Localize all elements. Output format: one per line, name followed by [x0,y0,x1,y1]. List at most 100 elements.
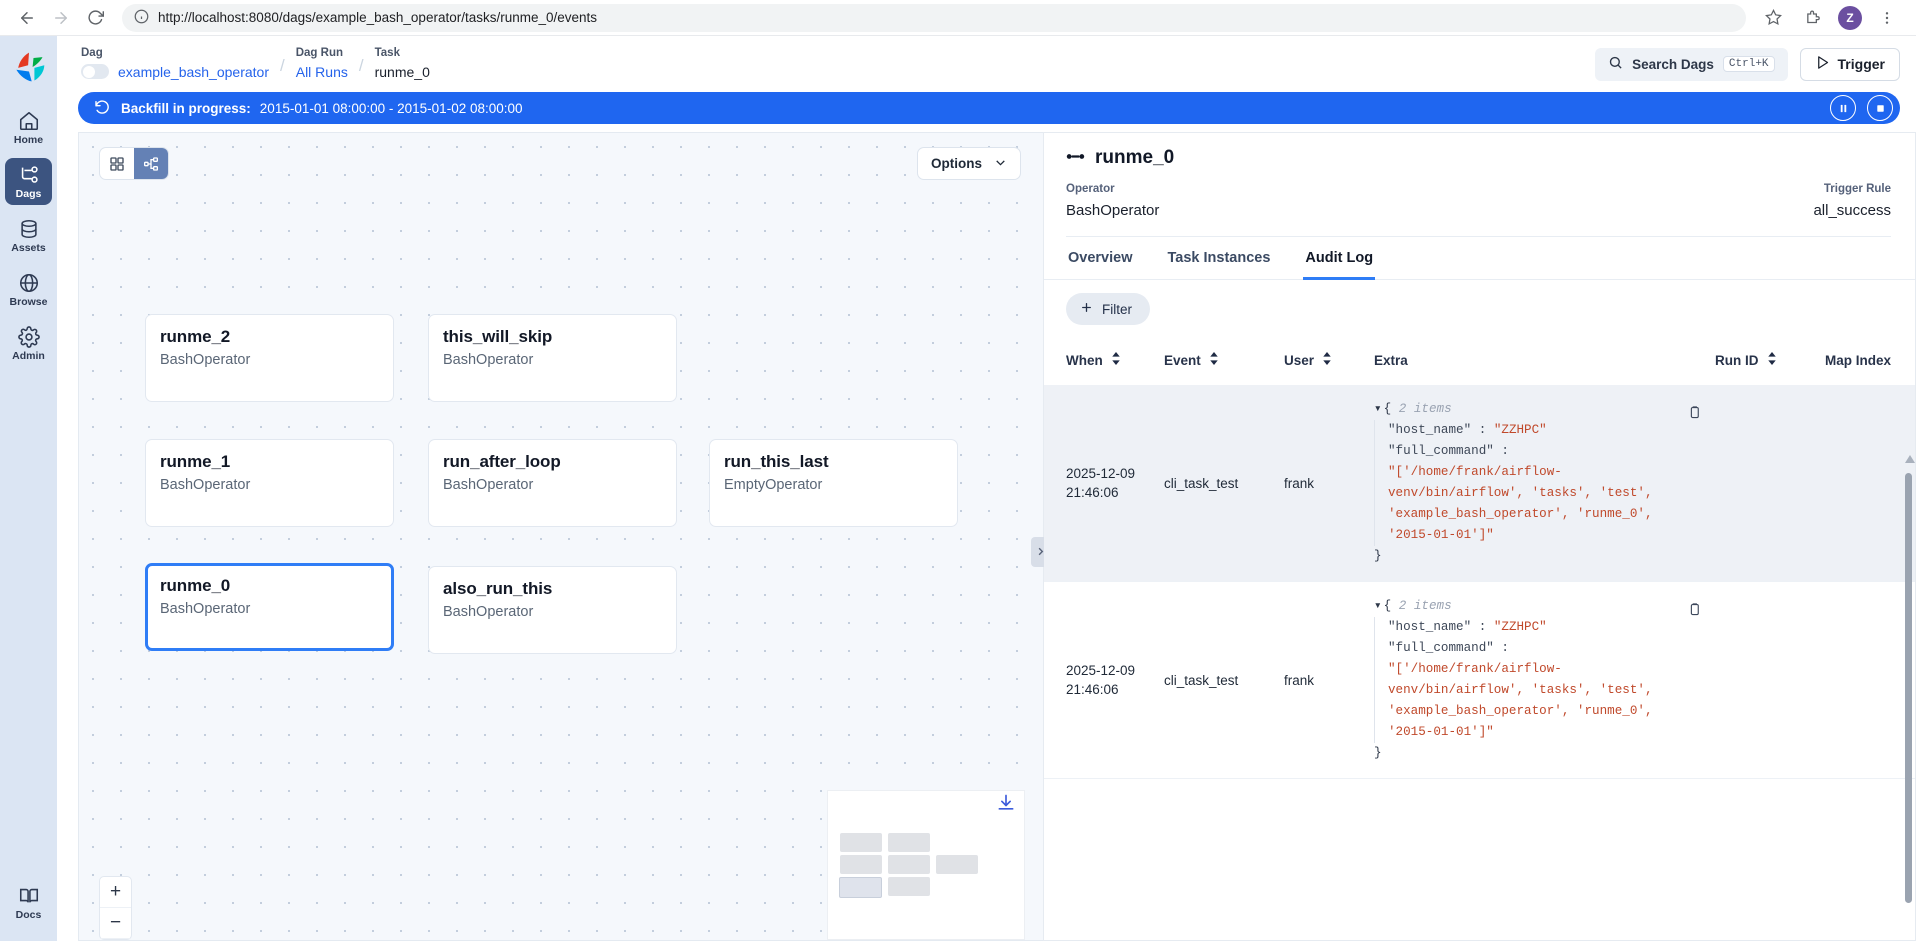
zoom-in-button[interactable]: + [100,877,131,908]
detail-scrollbar[interactable] [1905,455,1915,930]
cell-extra: ▾{ 2 items "host_name" : "ZZHPC" "full_c… [1374,581,1715,779]
sidebar-item-browse[interactable]: Browse [5,266,52,313]
graph-node-run_after_loop[interactable]: run_after_loop BashOperator [428,439,677,527]
cell-run-id [1715,385,1825,582]
sidebar-item-label: Dags [15,188,42,200]
graph-node-operator: EmptyOperator [724,477,823,493]
detail-tabs: Overview Task Instances Audit Log [1044,237,1915,280]
json-key: "full_command" [1388,641,1494,655]
cell-when: 2025-12-09 21:46:06 [1044,581,1164,779]
scroll-up-arrow-icon[interactable] [1905,455,1915,463]
audit-log-table-wrapper[interactable]: When Event User Extra Run ID Map Index [1044,334,1915,940]
sidebar-item-assets[interactable]: Assets [5,212,52,259]
clipboard-icon[interactable] [1681,399,1707,425]
column-header-event[interactable]: Event [1164,334,1284,385]
address-bar[interactable]: http://localhost:8080/dags/example_bash_… [122,3,1746,32]
grid-view-icon[interactable] [100,148,134,179]
graph-node-this_will_skip[interactable]: this_will_skip BashOperator [428,314,677,402]
tab-overview[interactable]: Overview [1068,250,1133,266]
sidebar-item-docs[interactable]: Docs [5,879,52,926]
stop-icon[interactable] [1867,95,1893,121]
graph-node-title: run_this_last [724,452,829,471]
download-icon[interactable] [996,793,1016,816]
puzzle-icon[interactable] [1798,3,1828,33]
json-viewer[interactable]: ▾{ 2 items "host_name" : "ZZHPC" "full_c… [1374,399,1673,567]
json-collapse-caret[interactable]: ▾ [1374,599,1382,613]
site-info-icon[interactable] [134,9,149,27]
json-sep: : [1471,423,1494,437]
sidebar-item-label: Assets [11,242,46,254]
breadcrumb-task: Task runme_0 [375,46,430,83]
sort-icon[interactable] [1111,352,1121,368]
sort-icon[interactable] [1767,352,1777,368]
reload-icon[interactable] [80,3,110,33]
airflow-pinwheel-logo[interactable] [11,49,47,88]
backfill-banner: Backfill in progress: 2015-01-01 08:00:0… [78,92,1900,124]
graph-zoom-controls[interactable]: + − [99,876,132,940]
column-header-map-index: Map Index [1825,334,1915,385]
profile-avatar[interactable]: Z [1838,5,1862,30]
backfill-range: 2015-01-01 08:00:00 - 2015-01-02 08:00:0… [259,100,523,116]
tab-task-instances[interactable]: Task Instances [1167,250,1271,266]
play-icon [1815,55,1830,73]
graph-node-operator: BashOperator [160,477,251,493]
graph-node-also_run_this[interactable]: also_run_this BashOperator [428,566,677,654]
dag-graph-panel[interactable]: Options [78,132,1043,941]
breadcrumb-dagrun-link[interactable]: All Runs [295,63,348,80]
tab-audit-log[interactable]: Audit Log [1303,237,1376,280]
json-collapse-caret[interactable]: ▾ [1374,402,1382,416]
add-filter-button[interactable]: Filter [1066,293,1150,325]
graph-node-title: also_run_this [443,579,553,598]
column-header-run-id[interactable]: Run ID [1715,334,1825,385]
divider [1066,236,1891,237]
sidebar-item-home[interactable]: Home [5,104,52,151]
zoom-out-button[interactable]: − [100,908,131,939]
scrollbar-thumb[interactable] [1905,473,1912,903]
back-icon[interactable] [12,3,42,33]
graph-minimap[interactable] [827,790,1025,940]
dag-pause-toggle[interactable] [81,64,109,79]
sort-icon[interactable] [1322,352,1332,368]
breadcrumb-dag-link[interactable]: example_bash_operator [118,63,269,80]
column-header-user[interactable]: User [1284,334,1374,385]
column-header-when[interactable]: When [1044,334,1164,385]
graph-node-runme_0[interactable]: runme_0 BashOperator [145,563,394,651]
kebab-menu-icon[interactable] [1872,3,1902,33]
forward-icon[interactable] [46,3,76,33]
trigger-button[interactable]: Trigger [1799,47,1900,81]
cell-extra: ▾{ 2 items "host_name" : "ZZHPC" "full_c… [1374,385,1715,582]
pause-icon[interactable] [1830,95,1856,121]
column-label: Run ID [1715,352,1759,368]
search-dags-button[interactable]: Search Dags Ctrl+K [1595,47,1788,81]
graph-node-run_this_last[interactable]: run_this_last EmptyOperator [709,439,958,527]
breadcrumb-dag-label: Dag [81,46,103,59]
graph-node-runme_2[interactable]: runme_2 BashOperator [145,314,394,402]
sidebar-item-admin[interactable]: Admin [5,320,52,367]
view-mode-toggle[interactable] [99,147,169,180]
json-close-brace: } [1374,549,1382,563]
graph-options-button[interactable]: Options [917,147,1021,180]
graph-node-runme_1[interactable]: runme_1 BashOperator [145,439,394,527]
graph-node-operator: BashOperator [443,604,534,620]
star-icon[interactable] [1758,3,1788,33]
operator-label: Operator [1066,183,1115,195]
json-viewer[interactable]: ▾{ 2 items "host_name" : "ZZHPC" "full_c… [1374,596,1673,764]
cell-event: cli_task_test [1164,581,1284,779]
trigger-rule-label: Trigger Rule [1823,183,1891,195]
cell-user: frank [1284,385,1374,582]
graph-view-icon[interactable] [134,148,168,179]
page-title: runme_0 [1066,147,1891,169]
breadcrumb-dagrun-label: Dag Run [295,46,344,59]
cell-map-index [1825,385,1915,582]
sort-icon[interactable] [1209,352,1219,368]
graph-node-operator: BashOperator [160,352,251,368]
json-sep: : [1493,641,1509,655]
sidebar-item-dags[interactable]: Dags [5,158,52,205]
graph-canvas[interactable]: runme_2 BashOperator this_will_skip Bash… [79,133,1043,940]
search-shortcut: Ctrl+K [1722,56,1775,72]
clipboard-icon[interactable] [1681,596,1707,622]
chevron-down-icon [994,156,1007,172]
table-row[interactable]: 2025-12-09 21:46:06 cli_task_test frank … [1044,581,1915,779]
table-row[interactable]: 2025-12-09 21:46:06 cli_task_test frank … [1044,385,1915,582]
filter-label: Filter [1102,301,1132,317]
